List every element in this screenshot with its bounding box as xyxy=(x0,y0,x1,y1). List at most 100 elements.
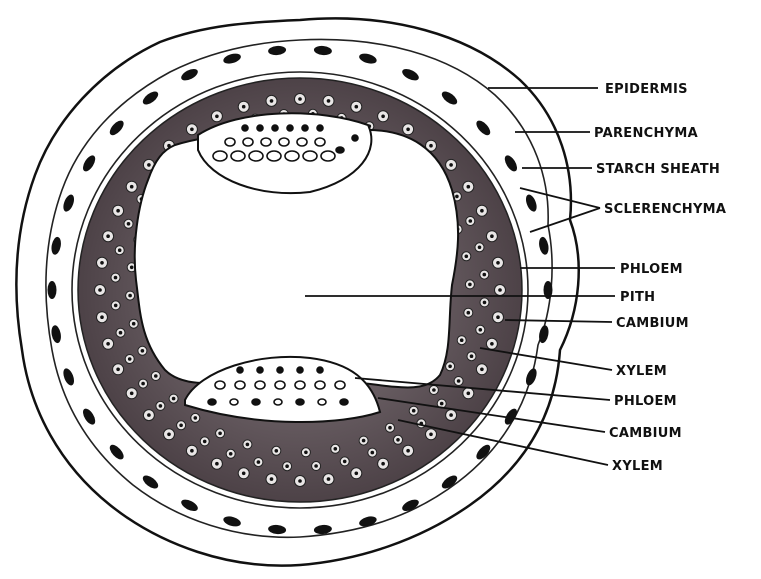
ring-cell-nucleus xyxy=(116,368,120,372)
ring-cell-nucleus xyxy=(116,209,120,213)
ring-cell-nucleus xyxy=(128,294,132,298)
label-phloem-2: PHLOEM xyxy=(614,394,677,409)
ring-cell-nucleus xyxy=(130,266,134,270)
ring-cell-nucleus xyxy=(371,451,375,455)
ring-cell-nucleus xyxy=(154,374,158,378)
ring-cell-nucleus xyxy=(130,185,134,189)
ring-cell-nucleus xyxy=(98,288,102,292)
ring-cell-nucleus xyxy=(130,392,134,396)
bundle-cell xyxy=(208,399,216,405)
ring-cell-nucleus xyxy=(229,452,233,456)
ring-cell-nucleus xyxy=(467,392,471,396)
sclerenchyma-cell xyxy=(48,281,57,299)
ring-cell-nucleus xyxy=(106,342,110,346)
bundle-cell xyxy=(315,138,325,146)
ring-cell-nucleus xyxy=(275,449,279,453)
bundle-cell xyxy=(255,381,265,389)
ring-cell-nucleus xyxy=(449,413,453,417)
ring-cell-nucleus xyxy=(496,315,500,319)
ring-cell-nucleus xyxy=(468,283,472,287)
bundle-cell xyxy=(303,151,317,161)
ring-cell-nucleus xyxy=(215,115,219,119)
ring-cell-nucleus xyxy=(483,273,487,277)
bundle-cell xyxy=(295,381,305,389)
ring-cell-nucleus xyxy=(469,219,473,223)
label-epidermis: EPIDERMIS xyxy=(605,82,688,97)
ring-cell-nucleus xyxy=(483,301,487,305)
ring-cell-nucleus xyxy=(478,246,482,250)
ring-cell-nucleus xyxy=(203,440,207,444)
ring-cell-nucleus xyxy=(100,315,104,319)
bundle-cell xyxy=(336,147,344,153)
label-phloem-1: PHLOEM xyxy=(620,262,683,277)
ring-cell-nucleus xyxy=(480,368,484,372)
label-xylem-2: XYLEM xyxy=(612,459,663,474)
ring-cell-nucleus xyxy=(480,209,484,213)
bundle-cell xyxy=(340,399,348,405)
ring-cell-nucleus xyxy=(270,99,274,103)
ring-cell-nucleus xyxy=(327,99,331,103)
bundle-cell xyxy=(275,381,285,389)
bundle-cell xyxy=(277,367,283,373)
ring-cell-nucleus xyxy=(114,276,118,280)
ring-cell-nucleus xyxy=(429,433,433,437)
ring-cell-nucleus xyxy=(114,304,118,308)
ring-cell-nucleus xyxy=(467,185,471,189)
ring-cell-nucleus xyxy=(100,261,104,265)
bundle-cell xyxy=(302,125,308,131)
bundle-cell xyxy=(249,151,263,161)
label-xylem-1: XYLEM xyxy=(616,364,667,379)
bundle-cell xyxy=(252,399,260,405)
bundle-cell xyxy=(235,381,245,389)
label-pith: PITH xyxy=(620,290,655,305)
ring-cell-nucleus xyxy=(412,409,416,413)
ring-cell-nucleus xyxy=(304,451,308,455)
bundle-cell xyxy=(297,367,303,373)
bundle-cell xyxy=(285,151,299,161)
bundle-cell xyxy=(213,151,227,161)
ring-cell-nucleus xyxy=(496,261,500,265)
bundle-cell xyxy=(296,399,304,405)
ring-cell-nucleus xyxy=(362,439,366,443)
bundle-cell xyxy=(257,367,263,373)
ring-cell-nucleus xyxy=(381,462,385,466)
bundle-cell xyxy=(242,125,248,131)
ring-cell-nucleus xyxy=(490,342,494,346)
label-starch-sheath: STARCH SHEATH xyxy=(596,162,720,177)
ring-cell-nucleus xyxy=(128,357,132,361)
ring-cell-nucleus xyxy=(218,432,222,436)
bundle-cell xyxy=(335,381,345,389)
ring-cell-nucleus xyxy=(314,464,318,468)
bundle-cell xyxy=(215,381,225,389)
ring-cell-nucleus xyxy=(141,349,145,353)
bundle-cell xyxy=(287,125,293,131)
ring-cell-nucleus xyxy=(490,234,494,238)
ring-cell-nucleus xyxy=(381,115,385,119)
ring-cell-nucleus xyxy=(141,382,145,386)
ring-cell-nucleus xyxy=(159,404,163,408)
bundle-cell xyxy=(231,151,245,161)
ring-cell-nucleus xyxy=(455,195,459,199)
ring-cell-nucleus xyxy=(355,472,359,476)
ring-cell-nucleus xyxy=(334,447,338,451)
ring-cell-nucleus xyxy=(327,477,331,481)
ring-cell-nucleus xyxy=(246,443,250,447)
ring-cell-nucleus xyxy=(298,97,302,101)
bundle-cell xyxy=(230,399,238,405)
ring-cell-nucleus xyxy=(396,438,400,442)
ring-cell-nucleus xyxy=(190,128,194,132)
ring-cell-nucleus xyxy=(147,413,151,417)
bundle-cell xyxy=(274,399,282,405)
bundle-cell xyxy=(243,138,253,146)
ring-cell-nucleus xyxy=(147,163,151,167)
ring-cell-nucleus xyxy=(470,354,474,358)
ring-cell-nucleus xyxy=(465,254,469,258)
label-cambium-1: CAMBIUM xyxy=(616,316,689,331)
bundle-cell xyxy=(272,125,278,131)
ring-cell-nucleus xyxy=(127,222,131,226)
bundle-cell xyxy=(352,135,358,141)
ring-cell-nucleus xyxy=(106,234,110,238)
ring-cell-nucleus xyxy=(298,479,302,483)
ring-cell-nucleus xyxy=(132,322,136,326)
